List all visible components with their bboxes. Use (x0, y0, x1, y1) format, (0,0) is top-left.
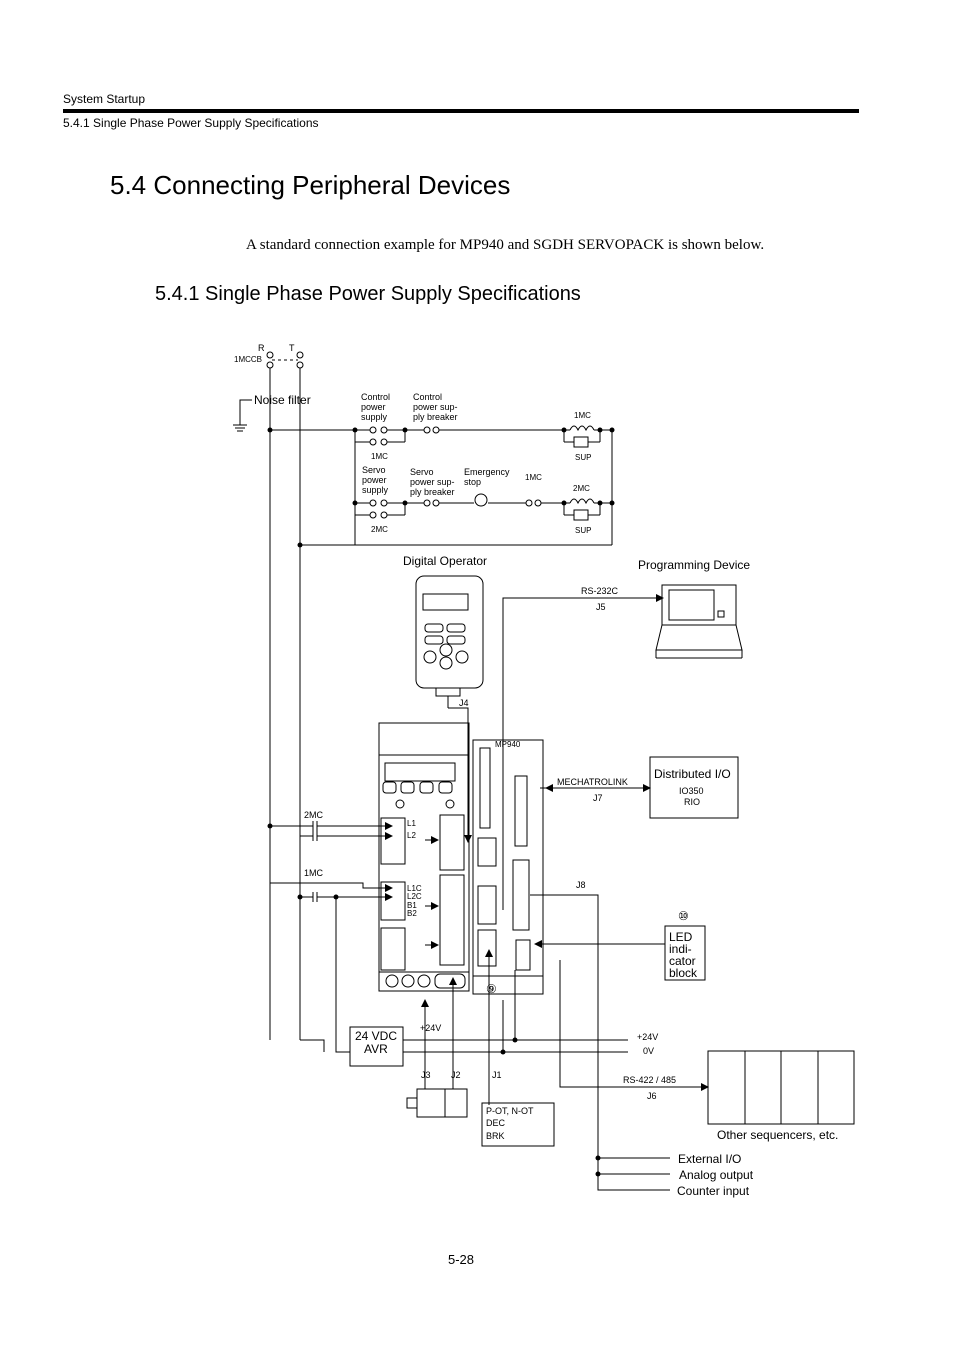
terminal-l1: L1 (407, 819, 416, 828)
control-breaker-label-2: power sup- (413, 402, 458, 412)
emergency-stop-label-1: Emergency (464, 467, 510, 477)
noise-filter-label: Noise filter (254, 393, 311, 407)
led-block-label-2: indi- (669, 942, 692, 956)
page-number: 5-28 (448, 1252, 475, 1267)
control-breaker-label-1: Control (413, 392, 442, 402)
terminal-l2c: L2C (407, 892, 422, 901)
breaker-t-label: T (289, 343, 295, 353)
section-heading: 5.4.1 Single Phase Power Supply Specific… (155, 283, 581, 305)
coil-2mc-label: 2MC (573, 484, 590, 493)
j2-label: J2 (451, 1070, 461, 1080)
contact-2mc-label: 2MC (371, 525, 388, 534)
programming-device-label: Programming Device (638, 558, 750, 572)
mc2-label: 2MC (304, 810, 324, 820)
servo-breaker-label-3: ply breaker (410, 487, 455, 497)
control-power-supply-label-1: Control (361, 392, 390, 402)
circle-9-label: ⑨ (486, 982, 497, 996)
led-block-label-1: LED (669, 930, 693, 944)
j4-label: J4 (459, 698, 469, 708)
external-io-label: External I/O (678, 1152, 741, 1166)
pot-label-3: BRK (486, 1131, 505, 1141)
sup-label-1: SUP (575, 453, 591, 462)
intro-paragraph: A standard connection example for MP940 … (246, 237, 765, 253)
sequencers-label: Other sequencers, etc. (717, 1128, 838, 1142)
distributed-io-line1: IO350 (679, 786, 704, 796)
j8-label: J8 (576, 880, 586, 890)
led-block-label-4: block (669, 966, 698, 980)
terminal-l1c: L1C (407, 884, 422, 893)
led-number-label: ⑩ (678, 909, 689, 923)
counter-input-label: Counter input (677, 1184, 750, 1198)
breaker-r-label: R (258, 343, 265, 353)
control-power-supply-label-2: power (361, 402, 386, 412)
breaker-label: 1MCCB (234, 355, 262, 364)
j6-label: J6 (647, 1091, 657, 1101)
pot-label-1: P-OT, N-OT (486, 1106, 534, 1116)
estop-1mc-label: 1MC (525, 473, 542, 482)
j5-label: J5 (596, 602, 606, 612)
pot-label-2: DEC (486, 1118, 506, 1128)
contact-1mc-label: 1MC (371, 452, 388, 461)
digital-operator-label: Digital Operator (403, 554, 487, 568)
distributed-io-line2: RIO (684, 797, 700, 807)
rs232-label: RS-232C (581, 586, 619, 596)
plus24v-left-label: +24V (420, 1023, 441, 1033)
servo-breaker-label-1: Servo (410, 467, 434, 477)
sup-label-2: SUP (575, 526, 591, 535)
mp940-label: MP940 (495, 740, 521, 749)
page-title: 5.4 Connecting Peripheral Devices (110, 170, 511, 200)
control-power-supply-label-3: supply (361, 412, 388, 422)
running-header-section: System Startup (63, 92, 146, 106)
j1-label: J1 (492, 1070, 502, 1080)
j7-label: J7 (593, 793, 603, 803)
emergency-stop-label-2: stop (464, 477, 481, 487)
servo-power-supply-label-2: power (362, 475, 387, 485)
servo-breaker-label-2: power sup- (410, 477, 455, 487)
terminal-l2: L2 (407, 831, 416, 840)
control-breaker-label-3: ply breaker (413, 412, 458, 422)
servo-power-supply-label-3: supply (362, 485, 389, 495)
distributed-io-title: Distributed I/O (654, 767, 731, 781)
led-block-label-3: cator (669, 954, 696, 968)
coil-1mc-label: 1MC (574, 411, 591, 420)
rs422-label: RS-422 / 485 (623, 1075, 676, 1085)
avr-label-2: AVR (364, 1042, 388, 1056)
header-rule (63, 109, 859, 113)
zero-v-label: 0V (643, 1046, 654, 1056)
mechatrolink-label: MECHATROLINK (557, 777, 628, 787)
plus24v-right-label: +24V (637, 1032, 658, 1042)
analog-output-label: Analog output (679, 1168, 754, 1182)
avr-label-1: 24 VDC (355, 1029, 397, 1043)
mc1-label: 1MC (304, 868, 324, 878)
j3-label: J3 (421, 1070, 431, 1080)
servo-power-supply-label-1: Servo (362, 465, 386, 475)
terminal-b1: B1 (407, 901, 417, 910)
running-header-subsection: 5.4.1 Single Phase Power Supply Specific… (63, 116, 319, 130)
terminal-b2: B2 (407, 909, 417, 918)
